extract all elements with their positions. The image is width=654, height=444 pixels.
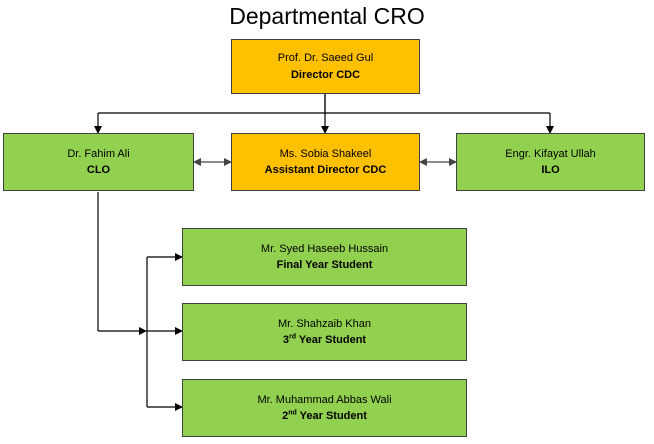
node-clo-role: CLO: [86, 164, 111, 176]
node-ilo-name: Engr. Kifayat Ullah: [505, 147, 596, 160]
node-third-year-name: Mr. Shahzaib Khan: [278, 317, 371, 330]
node-second-year-name: Mr. Muhammad Abbas Wali: [257, 393, 392, 406]
node-clo: Dr. Fahim Ali CLO: [3, 133, 194, 191]
chart-title: Departmental CRO: [229, 3, 425, 29]
node-director: Prof. Dr. Saeed Gul Director CDC: [231, 39, 420, 94]
node-director-role: Director CDC: [290, 68, 361, 81]
node-ilo-role: ILO: [541, 164, 560, 176]
node-third-year-student: Mr. Shahzaib Khan 3rd Year Student: [182, 303, 467, 361]
node-final-year-role: Final Year Student: [276, 259, 373, 271]
node-final-year-student: Mr. Syed Haseeb Hussain Final Year Stude…: [182, 228, 467, 286]
node-second-year-student: Mr. Muhammad Abbas Wali 2nd Year Student: [182, 379, 467, 437]
node-assistant-name: Ms. Sobia Shakeel: [279, 147, 372, 160]
node-clo-name: Dr. Fahim Ali: [67, 147, 130, 160]
node-assistant-role: Assistant Director CDC: [264, 164, 387, 176]
node-ilo: Engr. Kifayat Ullah ILO: [456, 133, 645, 191]
node-second-year-role: 2nd Year Student: [282, 409, 367, 422]
node-final-year-name: Mr. Syed Haseeb Hussain: [260, 242, 389, 255]
node-director-name: Prof. Dr. Saeed Gul: [277, 52, 374, 64]
node-third-year-role: 3rd Year Student: [282, 333, 367, 346]
node-assistant-director: Ms. Sobia Shakeel Assistant Director CDC: [231, 133, 420, 191]
